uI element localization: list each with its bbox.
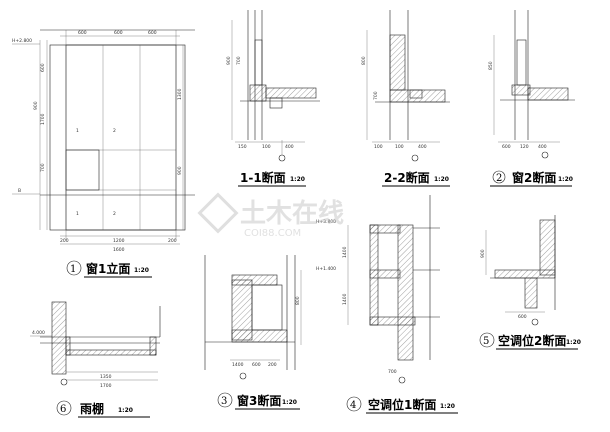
w3-dim-1: 1400 bbox=[232, 362, 244, 368]
watermark-sub: COI88.COM bbox=[244, 228, 301, 239]
canopy-level: 4.000 bbox=[32, 330, 45, 336]
ac2-title-number: 5 bbox=[483, 336, 489, 347]
w1-pane-4: 2 bbox=[113, 211, 116, 217]
w1-total-dim: 1600 bbox=[113, 247, 125, 253]
w1-top-dim-3: 600 bbox=[148, 30, 157, 36]
w1-right-dim-1: 1300 bbox=[177, 88, 183, 100]
w2-scale: 1:20 bbox=[558, 176, 573, 183]
ac1-level-2: H+1.400 bbox=[316, 266, 336, 272]
s11-dim-3: 400 bbox=[285, 144, 294, 150]
w1-top-dim-2: 600 bbox=[114, 30, 123, 36]
w2-dim-1: 600 bbox=[502, 144, 511, 150]
w2-dim-2: 120 bbox=[520, 144, 529, 150]
w1-pane-3: 1 bbox=[76, 211, 79, 217]
ac2-title: 空调位2断面 bbox=[498, 333, 566, 348]
window2-section: 850 600 120 400 2 窗2断面 1:20 bbox=[488, 10, 575, 187]
ac1-dim-1: 1400 bbox=[342, 246, 348, 258]
w1-top-dim-1: 600 bbox=[78, 30, 87, 36]
w1-scale: 1:20 bbox=[134, 267, 149, 274]
w2-dim-3: 400 bbox=[538, 144, 547, 150]
ac1-title-number: 4 bbox=[350, 400, 356, 411]
s22-dim-1: 100 bbox=[374, 144, 383, 150]
s22-dim-3: 400 bbox=[418, 144, 427, 150]
w2-title: 窗2断面 bbox=[512, 170, 556, 185]
s11-h: 900 bbox=[226, 56, 232, 65]
s11-dim-1: 150 bbox=[238, 144, 247, 150]
canopy-dim-2: 1700 bbox=[100, 383, 112, 389]
w2-h: 850 bbox=[488, 61, 494, 70]
w3-scale: 1:20 bbox=[282, 399, 297, 406]
w3-title-number: 3 bbox=[221, 396, 227, 407]
w3-dim-3: 200 bbox=[268, 362, 277, 368]
s11-title: 1-1断面 bbox=[240, 170, 286, 185]
ac1-dim-2: 1400 bbox=[342, 293, 348, 305]
s22-h2: 700 bbox=[373, 91, 379, 100]
ac1-bottom-dim: 700 bbox=[388, 369, 397, 375]
section-2-2: 800 700 100 100 400 2-2断面 1:20 bbox=[361, 10, 450, 187]
canopy-section: 4.000 1350 1700 6 雨棚 1:20 bbox=[30, 301, 161, 418]
w1-left-dim-1: 600 bbox=[40, 63, 46, 72]
w2-title-number: 2 bbox=[496, 173, 502, 184]
ac2-dim-1: 600 bbox=[518, 314, 527, 320]
w1-pane-2: 2 bbox=[113, 128, 116, 134]
w3-title: 窗3断面 bbox=[237, 393, 281, 408]
ac2-section: 900 600 5 空调位2断面 1:20 bbox=[479, 215, 581, 350]
canopy-dim-1: 1350 bbox=[100, 374, 112, 380]
window1-elevation: 600 600 600 200 1200 200 1600 600 1700 7… bbox=[12, 29, 195, 278]
ac2-scale: 1:20 bbox=[566, 339, 581, 346]
w1-bot-dim-1: 200 bbox=[60, 238, 69, 244]
canopy-title-number: 6 bbox=[60, 404, 66, 415]
w1-left-dim-3: 700 bbox=[40, 163, 46, 172]
watermark-text: 土木在线 bbox=[240, 199, 344, 229]
w1-level: H+2.800 bbox=[12, 38, 32, 44]
w1-left-dim-2: 1700 bbox=[40, 113, 46, 125]
window3-section: 800 1400 600 200 3 窗3断面 1:20 bbox=[204, 255, 302, 410]
s11-scale: 1:20 bbox=[290, 176, 305, 183]
ac1-title: 空调位1断面 bbox=[368, 397, 436, 412]
w1-bot-dim-2: 1200 bbox=[113, 238, 125, 244]
w1-b-mark: B bbox=[18, 188, 21, 194]
watermark: 土木在线 COI88.COM bbox=[197, 192, 344, 239]
s11-h2: 700 bbox=[236, 56, 242, 65]
w3-dim-2: 600 bbox=[252, 362, 261, 368]
s11-dim-2: 100 bbox=[262, 144, 271, 150]
canopy-title: 雨棚 bbox=[80, 401, 104, 416]
s22-dim-2: 100 bbox=[395, 144, 404, 150]
s22-title: 2-2断面 bbox=[384, 170, 430, 185]
ac1-scale: 1:20 bbox=[440, 403, 455, 410]
w1-left-dim-4: 900 bbox=[33, 101, 39, 110]
w1-pane-1: 1 bbox=[76, 128, 79, 134]
s22-h: 800 bbox=[361, 56, 367, 65]
ac1-section: H+3.800 H+1.400 1400 1400 700 4 空调位1断面 1… bbox=[316, 195, 458, 414]
ac2-h: 900 bbox=[480, 249, 486, 258]
section-1-1: 900 700 150 100 400 1-1断面 1:20 bbox=[226, 10, 320, 187]
w1-bot-dim-3: 200 bbox=[168, 238, 177, 244]
w3-h: 800 bbox=[295, 296, 301, 305]
w1-title-number: 1 bbox=[70, 264, 76, 275]
s22-scale: 1:20 bbox=[434, 176, 449, 183]
canopy-scale: 1:20 bbox=[118, 407, 133, 414]
w1-title: 窗1立面 bbox=[86, 261, 130, 276]
w1-right-dim-2: 900 bbox=[177, 166, 183, 175]
ac1-level-1: H+3.800 bbox=[316, 219, 336, 225]
